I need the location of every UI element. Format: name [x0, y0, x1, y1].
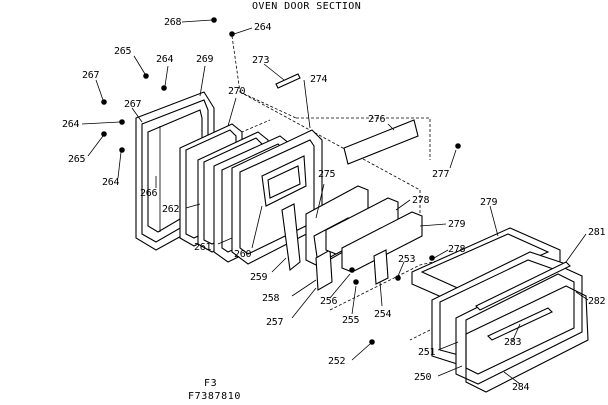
part-label-276: 278: [412, 195, 430, 206]
part-label-266: 267: [82, 70, 100, 81]
part-label-254: 254: [374, 309, 392, 320]
screw-part-264-left: [161, 85, 167, 91]
door-frame-part-284: [465, 285, 589, 393]
leader-lines: [81, 19, 589, 385]
clip-part-254: [373, 249, 389, 285]
part-label-278: 278: [448, 244, 466, 255]
part-label-265-bottom: 265: [68, 154, 86, 165]
part-label-258: 258: [262, 293, 280, 304]
bracket-part-271: [275, 73, 301, 89]
part-label-274: 276: [368, 114, 386, 125]
strip-part-274: [343, 119, 419, 165]
part-label-264-low: 264: [102, 177, 120, 188]
screw-part-266: [101, 99, 107, 105]
part-label-282: 282: [588, 296, 606, 307]
part-label-281: 281: [588, 227, 606, 238]
part-label-262: 262: [162, 204, 180, 215]
part-label-250: 250: [414, 372, 432, 383]
part-label-255: 255: [342, 315, 360, 326]
handle-part-283: [487, 307, 553, 341]
screw-part-256: [349, 267, 355, 273]
part-label-252: 252: [328, 356, 346, 367]
part-label-269: 269: [196, 54, 214, 65]
screw-part-252: [369, 339, 375, 345]
strip-part-259: [281, 203, 301, 272]
diagram-title: OVEN DOOR SECTION: [252, 1, 362, 12]
screw-part-275: [455, 143, 461, 149]
footer-code: F3: [204, 378, 218, 389]
part-label-264-top: 264: [254, 22, 272, 33]
screw-part-265-top: [143, 73, 149, 79]
screw-part-255: [353, 279, 359, 285]
part-label-261: 261: [194, 242, 212, 253]
part-label-283: 283: [504, 337, 522, 348]
screw-part-264-top: [229, 31, 235, 37]
handle-part-281: [475, 261, 571, 311]
glass-panel-part-277: [341, 211, 423, 273]
part-label-259: 259: [250, 272, 268, 283]
part-label-279: 279: [480, 197, 498, 208]
part-label-268: 268: [164, 17, 182, 28]
part-label-267: 267: [124, 99, 142, 110]
part-label-275: 277: [432, 169, 450, 180]
part-label-277: 279: [448, 219, 466, 230]
screw-part-278: [429, 255, 435, 261]
part-label-271: 273: [252, 55, 270, 66]
screw-part-264-low: [119, 147, 125, 153]
screw-part-264-mid: [119, 119, 125, 125]
screw-part-268: [211, 17, 217, 23]
part-label-284: 284: [512, 382, 530, 393]
footer-part-number: F7387810: [188, 391, 241, 402]
part-label-257: 257: [266, 317, 284, 328]
part-label-264-a: 264: [156, 54, 174, 65]
part-label-270: 270: [228, 86, 246, 97]
part-label-272: 274: [310, 74, 328, 85]
screw-part-253: [395, 275, 401, 281]
part-label-251: 251: [418, 347, 436, 358]
screw-part-265-bottom: [101, 131, 107, 137]
part-label-256: 256: [320, 296, 338, 307]
part-label-260: 260: [234, 249, 252, 260]
part-label-265-top: 265: [114, 46, 132, 57]
part-label-253: 253: [398, 254, 416, 265]
part-label-263: 266: [140, 188, 158, 199]
part-label-273: 275: [318, 169, 336, 180]
part-label-264-left: 264: [62, 119, 80, 130]
